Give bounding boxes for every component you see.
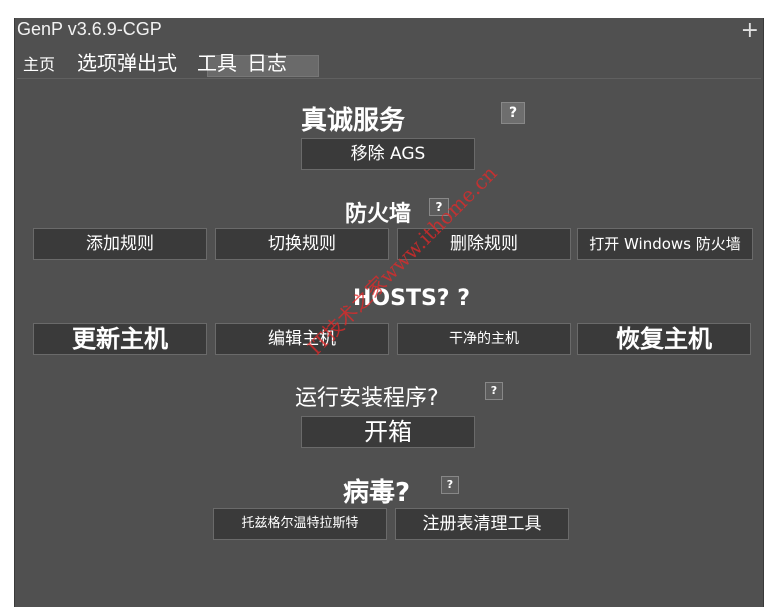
open-windows-firewall-button[interactable]: 打开 Windows 防火墙 [577,228,753,260]
toggle-rule-button[interactable]: 切换规则 [215,228,389,260]
delete-rule-button[interactable]: 删除规则 [397,228,571,260]
tab-underlay [207,55,319,77]
remove-ags-button[interactable]: 移除 AGS [301,138,475,170]
update-hosts-button[interactable]: 更新主机 [33,323,207,355]
top-background-strip [0,0,783,18]
virus-help-button[interactable]: ? [441,476,459,494]
genp-window: GenP v3.6.9-CGP + 主页 选项 弹出式 工具 日志 真诚服务 ?… [14,18,764,607]
registry-cleaner-button[interactable]: 注册表清理工具 [395,508,569,540]
genuine-help-button[interactable]: ? [501,102,525,124]
genuine-service-title: 真诚服务 [301,106,406,136]
window-title: GenP v3.6.9-CGP [17,19,162,39]
unbox-button[interactable]: 开箱 [301,416,475,448]
tab-log[interactable]: 日志 [247,51,287,75]
clean-hosts-button[interactable]: 干净的主机 [397,323,571,355]
add-rule-button[interactable]: 添加规则 [33,228,207,260]
tab-home[interactable]: 主页 [23,55,56,74]
virus-title: 病毒? [343,478,411,508]
title-bar: GenP v3.6.9-CGP + [15,18,763,48]
tab-bar: 主页 选项 弹出式 工具 日志 [17,51,761,79]
hosts-title: HOSTS? ? [353,286,470,311]
firewall-title: 防火墙 [345,202,412,227]
plus-button[interactable]: + [740,18,759,43]
edit-hosts-button[interactable]: 编辑主机 [215,323,389,355]
installer-help-button[interactable]: ? [485,382,503,400]
run-installer-title: 运行安装程序? [295,386,439,411]
tab-tools[interactable]: 工具 [197,51,237,75]
tozgurl-button[interactable]: 托兹格尔温特拉斯特 [213,508,387,540]
restore-hosts-button[interactable]: 恢复主机 [577,323,751,355]
firewall-help-button[interactable]: ? [429,198,449,216]
tab-popup[interactable]: 弹出式 [117,51,177,75]
tab-options[interactable]: 选项 [77,51,117,75]
